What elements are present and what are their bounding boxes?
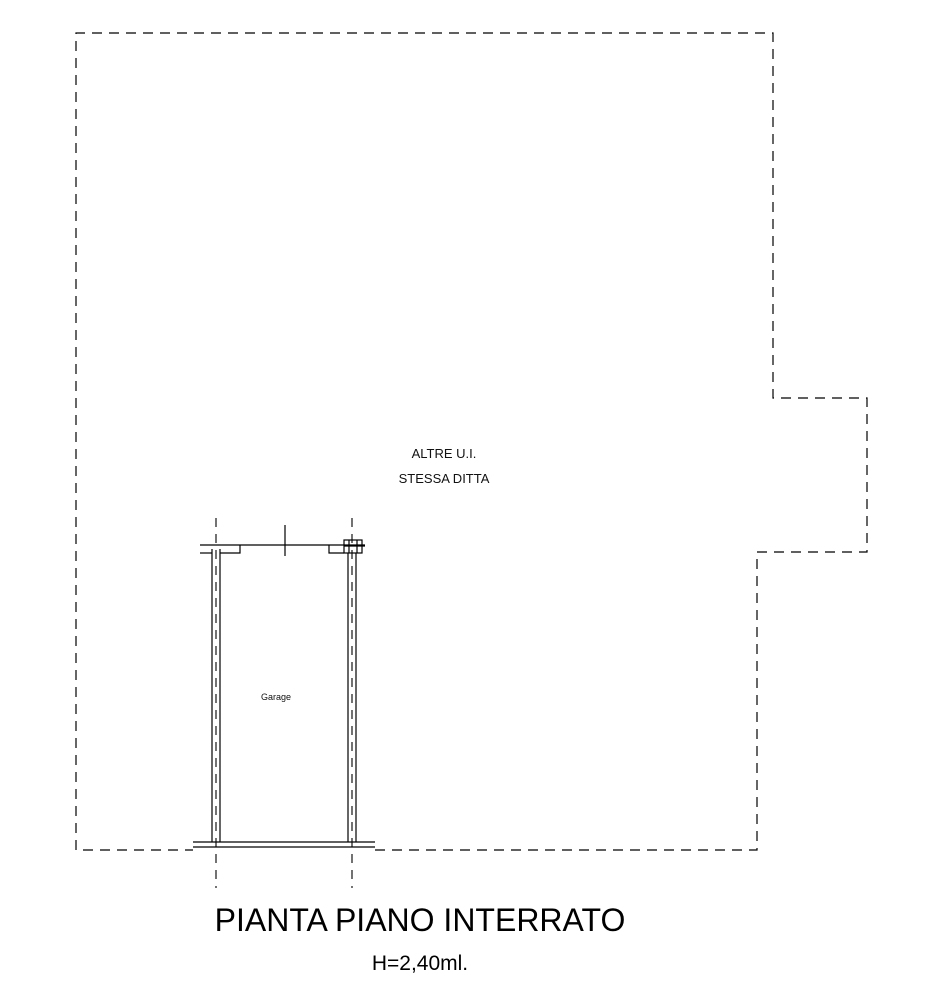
ceiling-height-note: H=2,40ml.	[371, 952, 469, 975]
garage-room-label: Garage	[260, 692, 292, 702]
other-units-label-line1: ALTRE U.I.	[411, 446, 477, 461]
other-units-label-line2: STESSA DITTA	[398, 471, 490, 486]
wall-axis-lines	[215, 518, 353, 888]
plan-title: PIANTA PIANO INTERRATO	[214, 902, 626, 938]
garage-walls	[193, 525, 375, 848]
neighbor-units-outline	[75, 32, 868, 851]
